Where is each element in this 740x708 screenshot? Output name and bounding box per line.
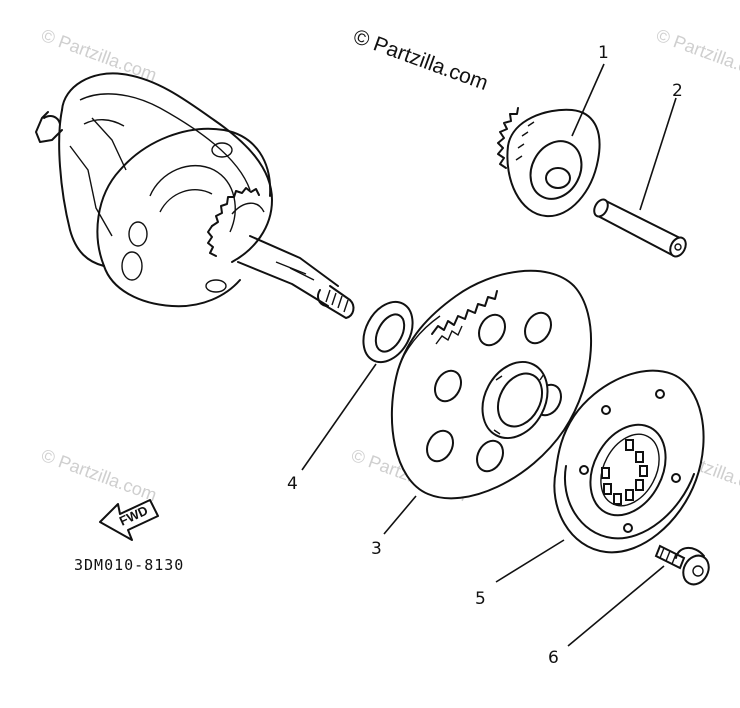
- watermark-faint: © Partzilla.com: [39, 25, 160, 85]
- sprag-rollers: [601, 439, 648, 505]
- washer-part-4: [362, 300, 414, 364]
- watermark-faint: © Partzilla.com: [654, 25, 740, 85]
- watermark-main: © Partzilla.com: [350, 25, 491, 95]
- diagram-code: 3DM010-8130: [74, 556, 184, 574]
- idler-gear-part-1: [497, 107, 601, 218]
- callout-3: 3: [371, 539, 382, 559]
- callout-6: 6: [548, 648, 559, 668]
- fwd-label: FWD: [117, 503, 150, 529]
- callout-labels: 1 2 3 4 5 6: [287, 43, 683, 668]
- fwd-direction-arrow: FWD: [99, 499, 159, 541]
- leader-lines: [301, 63, 677, 647]
- bolt-part-6: [654, 544, 710, 586]
- callout-5: 5: [475, 589, 486, 609]
- watermark-faint: © Partzilla.com: [39, 445, 160, 505]
- shaft-part-2: [593, 198, 687, 258]
- callout-1: 1: [598, 43, 609, 63]
- callout-2: 2: [672, 81, 683, 101]
- callout-4: 4: [287, 474, 298, 494]
- crankshaft: [35, 72, 355, 319]
- one-way-clutch-part-5: [553, 369, 705, 554]
- starter-wheel-gear-part-3: [390, 269, 593, 500]
